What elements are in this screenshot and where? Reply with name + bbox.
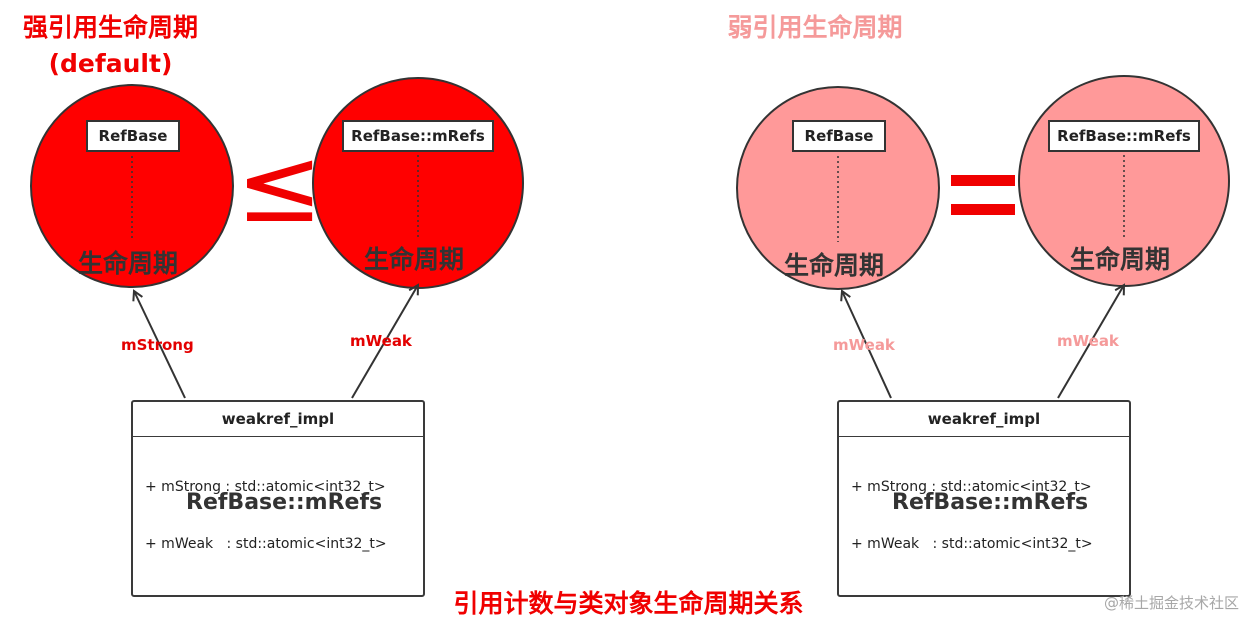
class-attr-mweak: + mWeak : std::atomic<int32_t>: [851, 536, 1093, 552]
weak-edge-label-b: mWeak: [1057, 332, 1119, 350]
strong-caption: RefBase::mRefs: [186, 490, 383, 515]
strong-lifecycle-label-b: 生命周期: [364, 245, 465, 274]
strong-lifecycle-title: 强引用生命周期 (default): [8, 10, 213, 82]
weak-weakref-impl-class: weakref_impl + mStrong : std::atomic<int…: [837, 400, 1131, 597]
strong-title-line1: 强引用生命周期: [22, 13, 198, 42]
class-name: weakref_impl: [133, 402, 423, 437]
strong-mrefs-box: RefBase::mRefs: [342, 120, 494, 152]
weak-edge-b: [1057, 285, 1124, 399]
weak-refbase-box: RefBase: [792, 120, 886, 152]
strong-edge-label-mweak: mWeak: [350, 332, 412, 350]
equals-sign: [951, 175, 1015, 215]
less-equal-sign: ≤: [236, 124, 324, 246]
watermark: @稀土掘金技术社区: [1103, 594, 1239, 612]
strong-edge-mstrong: [134, 291, 186, 399]
weak-mrefs-box: RefBase::mRefs: [1048, 120, 1200, 152]
weak-lifecycle-label-a: 生命周期: [784, 251, 885, 280]
strong-edge-mweak: [351, 285, 418, 399]
class-attr-mstrong: + mStrong : std::atomic<int32_t>: [851, 479, 1092, 495]
class-attributes: + mStrong : std::atomic<int32_t> + mWeak…: [839, 437, 1129, 595]
weak-edge-label-a: mWeak: [833, 336, 895, 354]
strong-weakref-impl-class: weakref_impl + mStrong : std::atomic<int…: [131, 400, 425, 597]
class-attributes: + mStrong : std::atomic<int32_t> + mWeak…: [133, 437, 423, 595]
weak-lifecycle-title: 弱引用生命周期: [727, 13, 903, 42]
strong-edge-label-mstrong: mStrong: [121, 336, 194, 354]
weak-caption: RefBase::mRefs: [892, 490, 1089, 515]
class-attr-mstrong: + mStrong : std::atomic<int32_t>: [145, 479, 386, 495]
footer-title: 引用计数与类对象生命周期关系: [453, 589, 804, 618]
strong-lifecycle-label-a: 生命周期: [78, 249, 179, 278]
strong-refbase-box: RefBase: [86, 120, 180, 152]
weak-lifecycle-label-b: 生命周期: [1070, 245, 1171, 274]
weak-edge-a: [842, 291, 892, 399]
strong-title-line2: (default): [48, 49, 173, 78]
class-attr-mweak: + mWeak : std::atomic<int32_t>: [145, 536, 387, 552]
class-name: weakref_impl: [839, 402, 1129, 437]
